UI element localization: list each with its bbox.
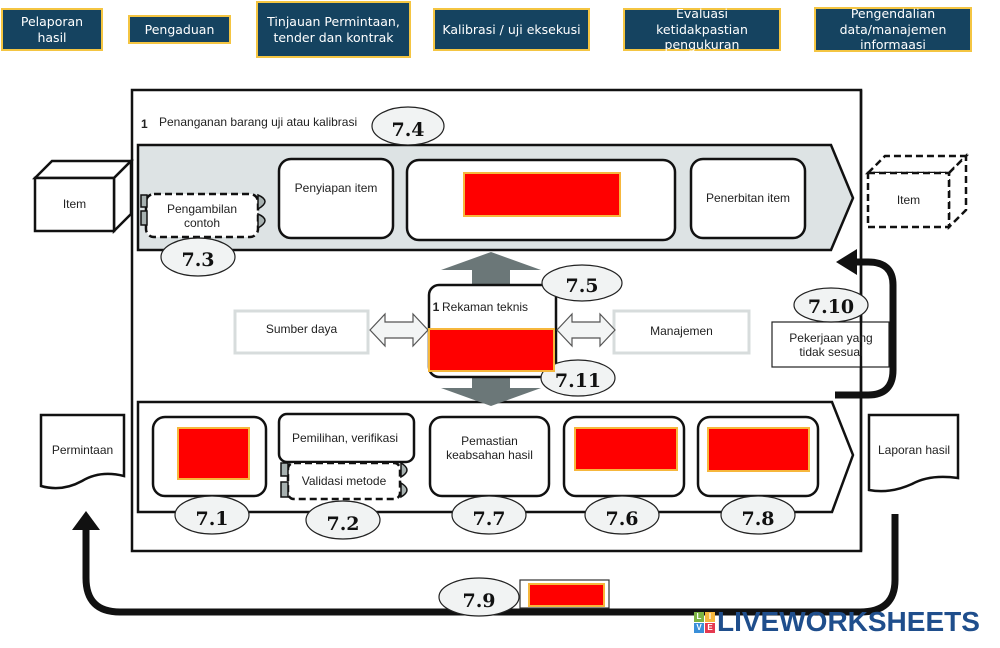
management-box (612, 309, 751, 355)
validation-box (286, 461, 402, 501)
answer-tile-tinjauan-permintaan[interactable]: Tinjauan Permintaan, tender dan kontrak (256, 1, 411, 58)
management-label: Manajemen (650, 323, 713, 338)
tech-records-label: Rekaman teknis (442, 299, 529, 314)
clause-ellipse-7-6 (584, 495, 660, 535)
request-document-icon (39, 413, 126, 490)
item-in-cube-icon (31, 157, 135, 235)
answer-tile-pengendalian-data[interactable]: Pengendalian data/manajemen informaasi (814, 6, 972, 52)
logo-cell: E (705, 622, 715, 633)
validation-label: Validasi metode (301, 473, 387, 488)
clause-7-11: 7.11 (554, 370, 602, 392)
nonconforming-arrowhead-icon (836, 249, 857, 275)
sampling-connector-left (140, 194, 148, 226)
clause-7-5: 7.5 (565, 275, 599, 297)
issuance-label: Penerbitan item (705, 190, 791, 205)
answer-tile-pelaporan-hasil[interactable]: Pelaporan hasil (1, 8, 103, 51)
clause-ellipse-7-9 (438, 577, 520, 617)
logo-grid-icon: L I V E (694, 611, 715, 633)
clause-7-10: 7.10 (807, 296, 855, 318)
report-label: Laporan hasil (877, 442, 951, 457)
validation-connector-right (400, 461, 408, 499)
resources-box (233, 309, 370, 355)
return-arrowhead-icon (72, 511, 100, 530)
validation-connector-left (280, 462, 289, 498)
up-arrow-icon (441, 252, 541, 300)
section-marker: 1 (141, 117, 148, 131)
clause-ellipse-7-2 (305, 500, 381, 540)
clause-7-8: 7.8 (741, 508, 775, 530)
clause-7-1: 7.1 (195, 508, 229, 530)
resources-label: Sumber daya (265, 321, 338, 336)
right-double-arrow-icon (556, 312, 616, 348)
answer-tile-pengaduan[interactable]: Pengaduan (128, 15, 231, 44)
clause-ellipse-7-7 (451, 495, 527, 535)
down-arrow-icon (441, 370, 541, 406)
sampling-connector-right (257, 193, 266, 230)
nonconforming-loop-arrow (835, 258, 897, 399)
preparation-label: Penyiapan item (294, 180, 378, 195)
clause-7-4: 7.4 (391, 119, 425, 141)
drop-zone-reporting[interactable] (707, 427, 810, 472)
drop-zone-complaints[interactable] (528, 583, 605, 607)
logo-cell: I (705, 611, 715, 622)
sampling-label: Pengambilan contoh (166, 201, 238, 230)
clause-ellipse-7-11 (540, 359, 616, 397)
clause-7-3: 7.3 (181, 249, 215, 271)
drop-zone-data-control[interactable] (428, 328, 555, 372)
issuance-box (689, 157, 807, 240)
preparation-box (277, 157, 395, 240)
selection-box (277, 412, 416, 464)
section-title: Penanganan barang uji atau kalibrasi (159, 115, 358, 129)
clause-ellipse-7-1 (174, 495, 250, 535)
clause-ellipse-7-3 (160, 237, 236, 277)
nonconforming-box (771, 321, 890, 368)
tech-records-marker: 1 (432, 299, 440, 314)
drop-zone-review[interactable] (177, 427, 250, 480)
item-out-label: Item (896, 192, 921, 207)
clause-7-7: 7.7 (472, 508, 506, 530)
drop-zone-uncertainty[interactable] (574, 427, 678, 471)
item-out-cube-icon (864, 152, 970, 231)
answer-tile-kalibrasi[interactable]: Kalibrasi / uji eksekusi (433, 8, 590, 51)
clause-ellipse-7-5 (541, 264, 623, 302)
report-document-icon (867, 413, 960, 493)
clause-ellipse-7-4 (371, 106, 445, 146)
item-in-label: Item (62, 197, 87, 212)
logo-cell: V (694, 622, 704, 633)
logo-cell: L (694, 611, 704, 622)
logo-text: LIVEWORKSHEETS (717, 606, 980, 637)
nonconforming-label: Pekerjaan yang tidak sesuai (789, 330, 873, 359)
clause-ellipse-7-10 (793, 287, 869, 323)
validity-label: Pemastian keabsahan hasil (446, 433, 533, 462)
answer-tile-evaluasi-ketidakpastian[interactable]: Evaluasi ketidakpastian pengukuran (623, 6, 781, 52)
clause-ellipse-7-8 (720, 495, 796, 535)
clause-7-2: 7.2 (326, 513, 360, 535)
request-label: Permintaan (51, 442, 114, 457)
liveworksheets-logo: L I V E LIVEWORKSHEETS (694, 608, 980, 636)
drop-zone-execution[interactable] (463, 172, 621, 217)
clause-7-6: 7.6 (605, 508, 639, 530)
clause-7-9: 7.9 (462, 590, 496, 612)
selection-label: Pemilihan, verifikasi (291, 430, 399, 445)
